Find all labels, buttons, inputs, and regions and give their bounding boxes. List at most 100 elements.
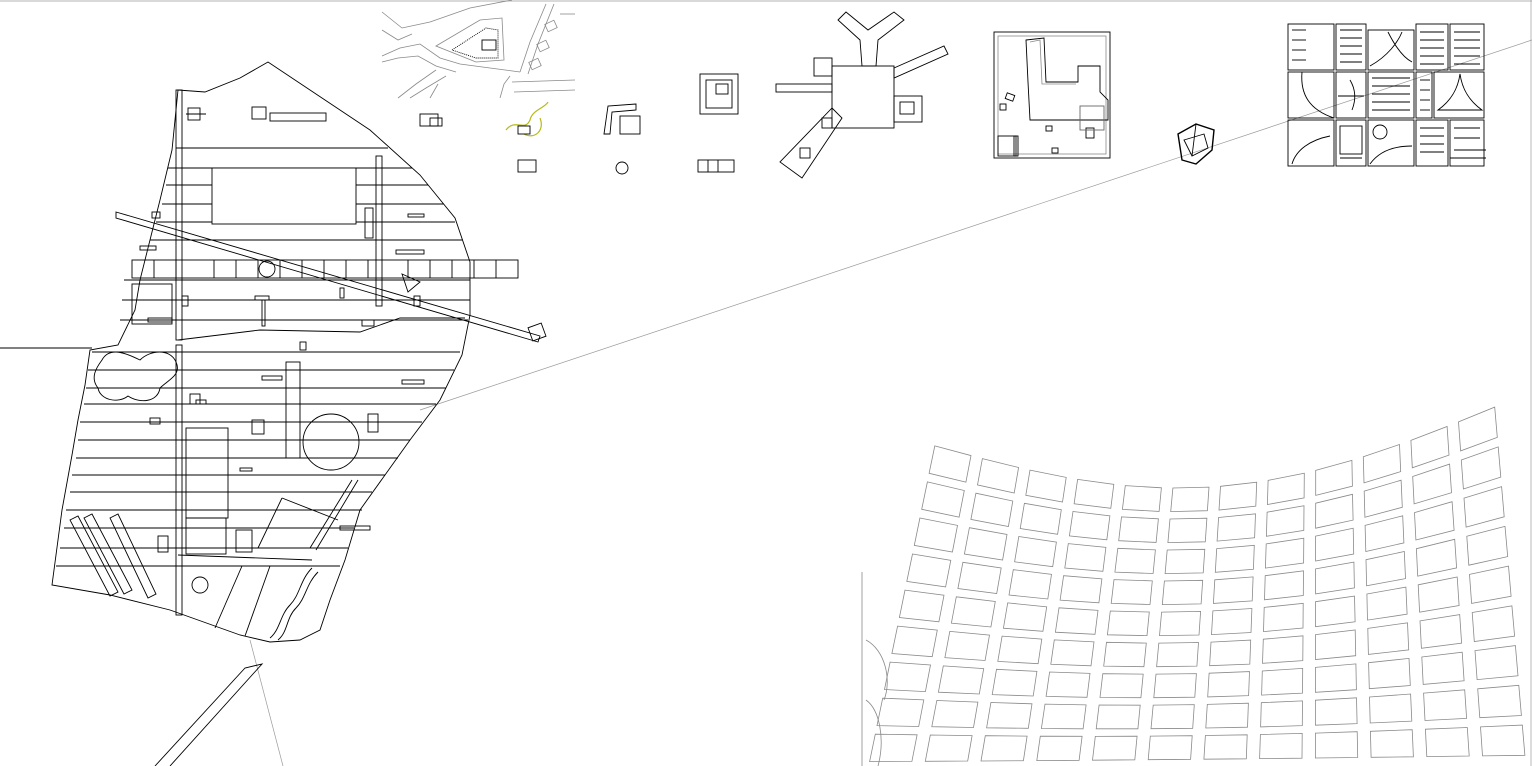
street-block <box>1064 543 1107 572</box>
city-block-grid <box>1287 23 1486 167</box>
street-block <box>1025 469 1067 503</box>
street-block <box>1421 651 1465 685</box>
street-block <box>928 445 972 483</box>
street-block <box>1315 493 1354 529</box>
street-block <box>997 635 1043 665</box>
street-block <box>1369 729 1414 758</box>
street-block <box>1054 607 1099 635</box>
small-building-details <box>419 73 739 175</box>
street-block <box>1315 697 1358 726</box>
street-block <box>1002 602 1048 632</box>
street-block <box>1036 735 1083 762</box>
street-block <box>1014 536 1057 568</box>
street-block <box>1205 702 1249 729</box>
context-road-network <box>381 0 576 99</box>
street-block <box>1045 671 1091 698</box>
street-block <box>1419 614 1463 649</box>
street-block <box>1315 459 1353 496</box>
street-block <box>1262 635 1304 664</box>
cross-building-plan <box>775 11 949 179</box>
street-block <box>1106 610 1150 637</box>
street-block <box>869 733 918 763</box>
street-block <box>1212 576 1254 604</box>
street-block <box>991 668 1038 697</box>
street-block <box>1214 544 1255 573</box>
street-block <box>1315 731 1359 759</box>
street-block <box>1264 537 1305 569</box>
street-block <box>1159 610 1202 637</box>
street-block <box>1167 517 1208 544</box>
street-block <box>1469 565 1512 604</box>
street-block <box>1073 478 1115 509</box>
square-band <box>131 259 519 293</box>
street-block <box>1414 501 1455 541</box>
street-block <box>1315 561 1355 595</box>
street-block <box>1099 673 1144 699</box>
street-block <box>1463 486 1505 528</box>
street-block <box>950 596 996 628</box>
street-block <box>898 589 945 623</box>
street-block <box>1415 538 1458 577</box>
street-block <box>924 734 973 762</box>
street-block <box>1367 622 1410 655</box>
street-block <box>1263 602 1304 633</box>
street-block <box>1170 486 1210 513</box>
street-block <box>1118 516 1159 543</box>
street-block <box>1059 575 1103 604</box>
street-block <box>1161 579 1204 606</box>
street-block <box>1147 735 1193 761</box>
street-block <box>937 665 985 695</box>
street-block <box>1095 704 1141 730</box>
street-block <box>963 527 1008 561</box>
street-block <box>1103 641 1147 668</box>
street-block <box>1265 505 1305 537</box>
street-block <box>1264 570 1304 601</box>
street-block <box>1121 485 1162 512</box>
street-block <box>1460 446 1502 490</box>
street-block <box>1209 639 1252 667</box>
street-block <box>1150 704 1195 730</box>
street-block <box>1008 569 1052 600</box>
street-block <box>1412 463 1452 505</box>
street-block <box>931 700 979 728</box>
street-block <box>1218 481 1258 511</box>
street-block <box>1040 703 1087 730</box>
faceted-pavilion-plan <box>1177 123 1215 165</box>
street-block <box>1477 684 1522 719</box>
street-block <box>884 661 931 693</box>
street-block <box>1114 547 1156 574</box>
street-block <box>1366 586 1408 621</box>
street-block <box>1424 727 1470 758</box>
block-b <box>185 427 229 519</box>
street-block <box>1315 629 1357 660</box>
street-block <box>913 517 958 553</box>
street-block <box>1260 700 1303 728</box>
masterplan-site[interactable] <box>51 61 547 766</box>
street-block <box>1110 579 1153 605</box>
street-block <box>1211 608 1253 636</box>
street-block <box>1092 735 1138 761</box>
block-a <box>211 167 357 225</box>
street-block <box>1315 527 1355 562</box>
street-block <box>980 735 1028 762</box>
street-block <box>1474 645 1519 681</box>
street-block <box>1368 657 1411 690</box>
warped-street-grid <box>865 406 1526 766</box>
street-block <box>1153 673 1197 699</box>
street-block <box>986 702 1033 729</box>
street-block <box>921 481 965 518</box>
street-block <box>1019 502 1062 535</box>
street-block <box>1423 689 1468 721</box>
street-block <box>906 553 952 588</box>
street-block <box>1417 576 1460 613</box>
street-block <box>1207 671 1250 698</box>
l-shaped-building-plan <box>993 31 1111 159</box>
street-block <box>1471 605 1516 642</box>
street-block <box>1216 513 1256 542</box>
street-block <box>1068 511 1111 541</box>
street-block <box>1363 479 1403 518</box>
street-block <box>1164 548 1206 575</box>
